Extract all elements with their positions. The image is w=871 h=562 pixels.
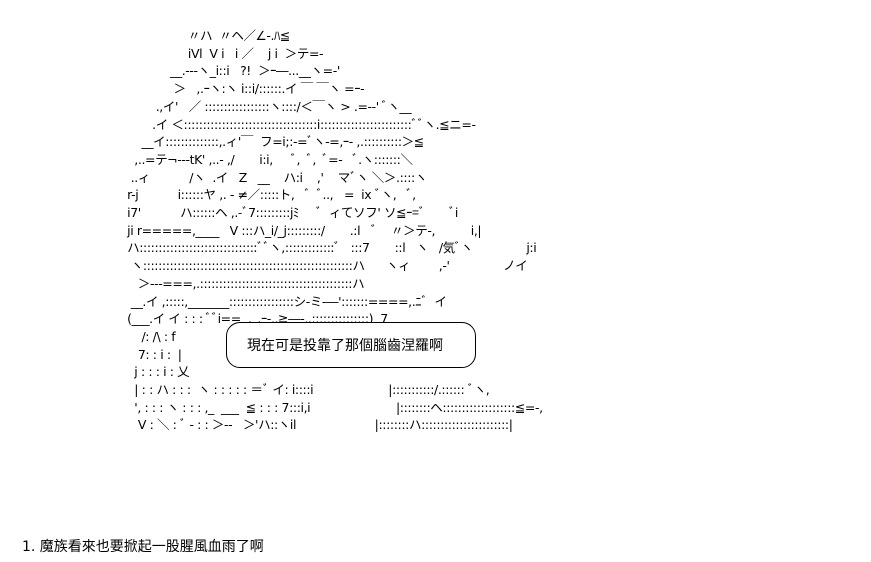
art-line: ..ィ /ヽ .イ Z __ ハ:i ,' マﾞヽ ＼＞.::::ヽ	[120, 169, 428, 185]
art-line: ヽ:::::::::::::::::::::::::::::::::::::::…	[120, 258, 528, 274]
art-line: ハ:::::::::::::::::::::::::::::::ﾞﾞヽ,::::…	[120, 240, 537, 256]
art-line: /: /\ : f	[120, 328, 176, 344]
art-line: 〃ハ 〃ヘ／∠-.ﾊ≦	[120, 28, 290, 43]
art-line: V : ＼ : ﾞ - : : ＞-- ＞'ハ::ヽil |::::::::ハ:…	[120, 417, 513, 433]
caption-text: 1. 魔族看來也要掀起一股腥風血雨了啊	[22, 539, 264, 555]
art-line: ＞ ,.ｰヽ:ヽ i::i/::::::.イ ￣ ￣ヽ =ｰ-	[120, 81, 365, 97]
art-line: j : : : i : 乂	[120, 364, 190, 380]
art-line: iVl V i i ／ j i ＞テ=-	[120, 45, 324, 61]
ascii-art-figure: 〃ハ 〃ヘ／∠-.ﾊ≦ iVl V i i ／ j i ＞テ=- __.---ヽ…	[120, 27, 543, 434]
art-line: ', : : : ヽ : : : ,_ ___ ≦ : : : 7:::i,i …	[120, 399, 543, 415]
art-line: __.---ヽ_i::i ?! ＞ｰ―...__ヽ=-'	[120, 63, 340, 79]
art-line: __.イ ,:::::,_______:::::::::::::::::シ-ミ-…	[120, 293, 447, 309]
art-line: ,..=テ¬---tK' ,..- ,/ i:i, ﾞ, ﾞ, ﾞ=- ﾞ.ヽ:…	[120, 151, 413, 167]
art-line: i7' ハ::::::ヘ ,.-ﾞ7:::::::::jﾐ ﾞ ィてソフ' ソ≦…	[120, 205, 458, 221]
art-line: ji r=====,____ V :::ハ_i/_j:::::::::/ .:l…	[120, 222, 482, 238]
art-line: (___.イ イ : : : ﾞﾞi== ._.ｰ-,.≧―-,.:::::::…	[120, 311, 406, 327]
art-line: | : : ハ : : : ヽ : : : : : ＝ﾞ イ: i::::i |…	[120, 382, 490, 398]
art-line: __イ::::::::::::::,.ィ'￣ フ=i;:-=ﾞヽ-=,ｰ- ,.…	[120, 134, 424, 150]
art-line: r-j i::::::ヤ ,. - ≠／:::::ト, ﾞ ﾞ.., = ix …	[120, 187, 416, 203]
art-line: ＞---===,.:::::::::::::::::::::::::::::::…	[120, 275, 365, 291]
art-line: 7: : i : |	[120, 346, 182, 362]
speech-text: 現在可是投靠了那個腦齒涅羅啊	[247, 338, 443, 354]
art-line: .,イ' ／ :::::::::::::::::ヽ::::/＜￣ヽ > .=--…	[120, 98, 412, 114]
speech-bubble: 現在可是投靠了那個腦齒涅羅啊	[226, 322, 476, 368]
art-line: .イ ＜:::::::::::::::::::::::::::::::::::i…	[120, 116, 476, 132]
